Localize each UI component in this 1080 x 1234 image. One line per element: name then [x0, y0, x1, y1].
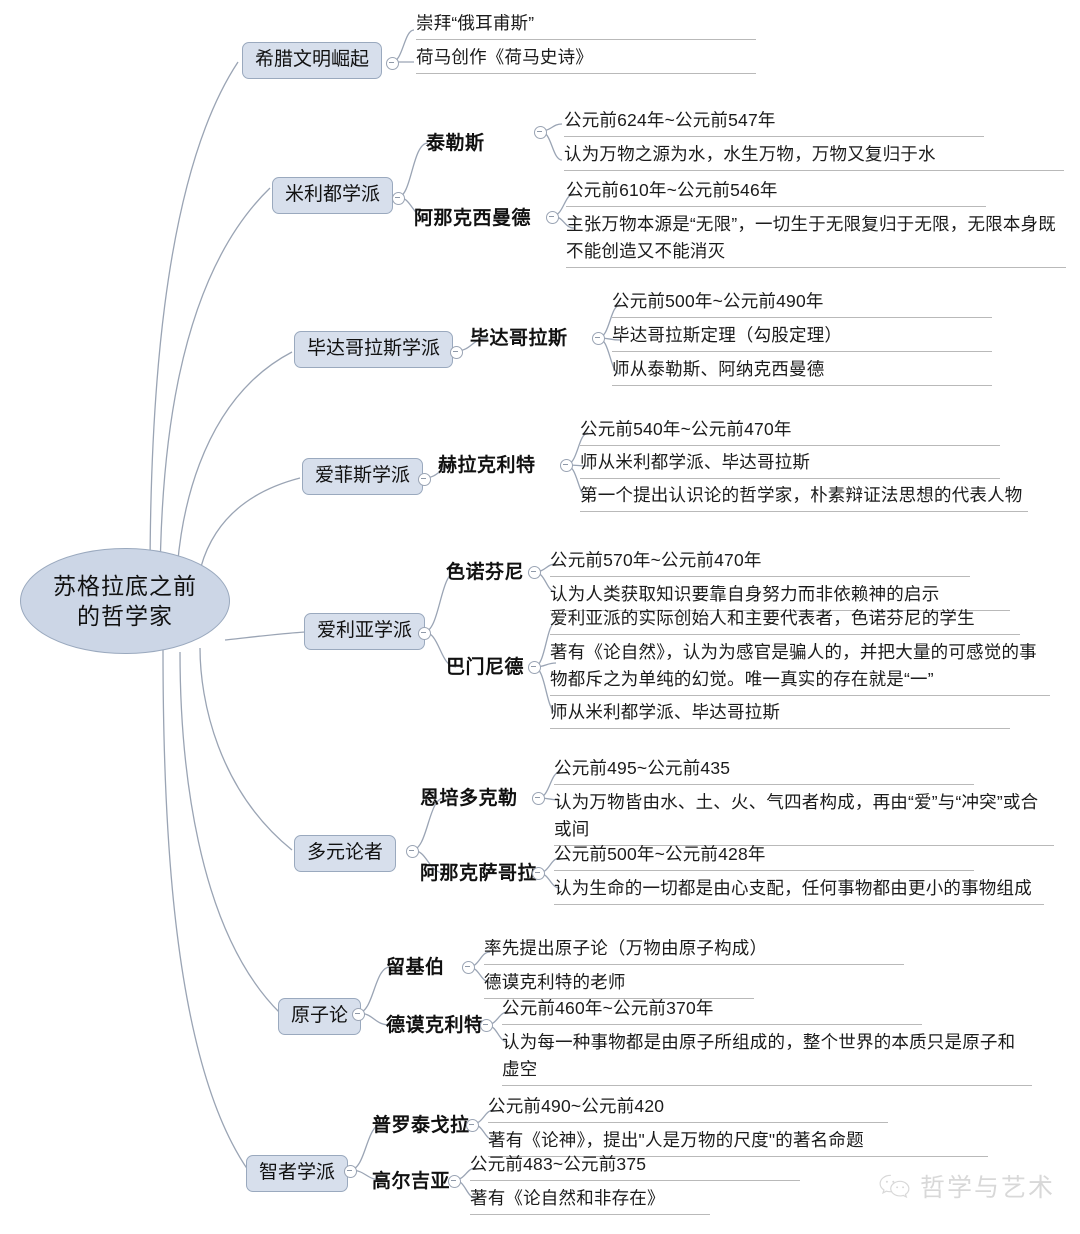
- leaf-text: 率先提出原子论（万物由原子构成）: [484, 935, 904, 966]
- branch-node-ephesian-school[interactable]: 爱菲斯学派: [302, 458, 424, 495]
- toggle-heraclitus[interactable]: [560, 459, 573, 472]
- leaf-text: 公元前500年~公元前428年: [554, 841, 974, 872]
- leaf-text: 主张万物本源是“无限”，一切生于无限复归于无限，无限本身既不能创造又不能消灭: [566, 211, 1066, 269]
- leaf-text: 德谟克利特的老师: [484, 969, 754, 1000]
- branch-node-atomism[interactable]: 原子论: [278, 998, 362, 1035]
- subnode-label: 留基伯: [386, 957, 445, 978]
- subnode-gorgias[interactable]: 高尔吉亚: [372, 1166, 450, 1193]
- toggle-anaxagoras[interactable]: [532, 867, 545, 880]
- leaf-text: 爱利亚派的实际创始人和主要代表者，色诺芬尼的学生: [550, 605, 1020, 636]
- toggle-pluralists[interactable]: [406, 845, 419, 858]
- subnode-anaximander[interactable]: 阿那克西曼德: [414, 203, 531, 230]
- subnode-empedocles[interactable]: 恩培多克勒: [420, 783, 518, 810]
- toggle-anaximander[interactable]: [546, 211, 559, 224]
- toggle-atomism[interactable]: [352, 1008, 365, 1021]
- toggle-sophists[interactable]: [344, 1165, 357, 1178]
- leaf-text: 著有《论自然和非存在》: [470, 1185, 710, 1216]
- leaf-text: 第一个提出认识论的哲学家，朴素辩证法思想的代表人物: [580, 482, 1028, 513]
- watermark: 哲学与艺术: [878, 1168, 1055, 1204]
- leaf-text: 荷马创作《荷马史诗》: [416, 44, 756, 75]
- subnode-label: 色诺芬尼: [446, 562, 525, 583]
- subnode-label: 普罗泰戈拉: [372, 1115, 470, 1136]
- leaf-text: 公元前624年~公元前547年: [564, 107, 984, 138]
- watermark-text: 哲学与艺术: [920, 1175, 1056, 1202]
- toggle-pythagorean-school[interactable]: [450, 346, 463, 359]
- leaf-text: 认为万物之源为水，水生万物，万物又复归于水: [564, 141, 1064, 172]
- toggle-democritus[interactable]: [480, 1019, 493, 1032]
- toggle-thales[interactable]: [534, 126, 547, 139]
- leaf-text: 公元前483~公元前375: [470, 1151, 800, 1182]
- subnode-leucippus[interactable]: 留基伯: [386, 952, 445, 979]
- subnode-democritus[interactable]: 德谟克利特: [386, 1010, 484, 1037]
- subnode-label: 泰勒斯: [426, 133, 485, 154]
- branch-node-milesian-school[interactable]: 米利都学派: [272, 177, 394, 214]
- leaf-text: 公元前570年~公元前470年: [550, 547, 970, 578]
- subnode-thales[interactable]: 泰勒斯: [426, 128, 485, 155]
- branch-label: 多元论者: [307, 842, 384, 863]
- leaf-text: 师从泰勒斯、阿纳克西曼德: [612, 356, 992, 387]
- subnode-label: 巴门尼德: [446, 657, 525, 678]
- toggle-eleatic-school[interactable]: [418, 627, 431, 640]
- leaf-text: 毕达哥拉斯定理（勾股定理）: [612, 322, 992, 353]
- toggle-milesian-school[interactable]: [392, 192, 405, 205]
- branch-label: 原子论: [291, 1005, 349, 1026]
- leaf-text: 公元前495~公元前435: [554, 755, 974, 786]
- leaf-text: 师从米利都学派、毕达哥拉斯: [580, 449, 1000, 480]
- subnode-xenophanes[interactable]: 色诺芬尼: [446, 557, 524, 584]
- subnode-label: 高尔吉亚: [372, 1171, 451, 1192]
- branch-label: 爱利亚学派: [317, 620, 413, 641]
- leaf-text: 公元前460年~公元前370年: [502, 995, 922, 1026]
- branch-node-pluralists[interactable]: 多元论者: [294, 835, 397, 872]
- branch-label: 爱菲斯学派: [315, 465, 411, 486]
- toggle-parmenides[interactable]: [528, 661, 541, 674]
- branch-label: 智者学派: [259, 1162, 336, 1183]
- branch-label: 米利都学派: [285, 184, 381, 205]
- branch-node-pythagorean-school[interactable]: 毕达哥拉斯学派: [294, 331, 454, 368]
- toggle-xenophanes[interactable]: [528, 566, 541, 579]
- leaf-text: 认为人类获取知识要靠自身努力而非依赖神的启示: [550, 581, 1010, 612]
- subnode-label: 阿那克西曼德: [414, 208, 532, 229]
- leaf-text: 公元前490~公元前420: [488, 1093, 888, 1124]
- subnode-anaxagoras[interactable]: 阿那克萨哥拉: [420, 858, 537, 885]
- branch-node-sophists[interactable]: 智者学派: [246, 1155, 349, 1192]
- leaf-text: 认为每一种事物都是由原子所组成的，整个世界的本质只是原子和虚空: [502, 1029, 1032, 1087]
- toggle-greek-civilization[interactable]: [386, 57, 399, 70]
- leaf-text: 公元前500年~公元前490年: [612, 288, 992, 319]
- subnode-pythagoras[interactable]: 毕达哥拉斯: [470, 323, 568, 350]
- leaf-text: 师从米利都学派、毕达哥拉斯: [550, 699, 1010, 730]
- branch-label: 毕达哥拉斯学派: [307, 338, 441, 359]
- branch-label: 希腊文明崛起: [255, 49, 370, 70]
- leaf-text: 著有《论自然》，认为为感官是骗人的，并把大量的可感觉的事物都斥之为单纯的幻觉。唯…: [550, 639, 1050, 697]
- subnode-heraclitus[interactable]: 赫拉克利特: [438, 450, 536, 477]
- subnode-label: 阿那克萨哥拉: [420, 863, 538, 884]
- toggle-pythagoras[interactable]: [592, 332, 605, 345]
- branch-node-eleatic-school[interactable]: 爱利亚学派: [304, 613, 426, 650]
- subnode-parmenides[interactable]: 巴门尼德: [446, 652, 524, 679]
- leaf-text: 著有《论神》，提出"人是万物的尺度"的著名命题: [488, 1127, 988, 1158]
- subnode-protagoras[interactable]: 普罗泰戈拉: [372, 1110, 470, 1137]
- toggle-gorgias[interactable]: [448, 1175, 461, 1188]
- subnode-label: 恩培多克勒: [420, 788, 518, 809]
- root-node[interactable]: 苏格拉底之前 的哲学家: [20, 548, 230, 654]
- toggle-leucippus[interactable]: [462, 961, 475, 974]
- subnode-label: 德谟克利特: [386, 1015, 484, 1036]
- leaf-text: 公元前540年~公元前470年: [580, 416, 1000, 447]
- subnode-label: 赫拉克利特: [438, 455, 536, 476]
- root-title-line1: 苏格拉底之前: [53, 572, 197, 599]
- leaf-text: 公元前610年~公元前546年: [566, 177, 986, 208]
- leaf-text: 崇拜“俄耳甫斯”: [416, 10, 756, 41]
- toggle-ephesian-school[interactable]: [418, 473, 431, 486]
- leaf-text: 认为生命的一切都是由心支配，任何事物都由更小的事物组成: [554, 875, 1044, 906]
- toggle-empedocles[interactable]: [532, 792, 545, 805]
- toggle-protagoras[interactable]: [466, 1119, 479, 1132]
- leaf-text: 认为万物皆由水、土、火、气四者构成，再由“爱”与“冲突”或合或间: [554, 789, 1054, 847]
- subnode-label: 毕达哥拉斯: [470, 328, 568, 349]
- wechat-icon: [879, 1174, 910, 1199]
- root-title-line2: 的哲学家: [77, 603, 173, 629]
- branch-node-greek-civilization[interactable]: 希腊文明崛起: [242, 42, 383, 79]
